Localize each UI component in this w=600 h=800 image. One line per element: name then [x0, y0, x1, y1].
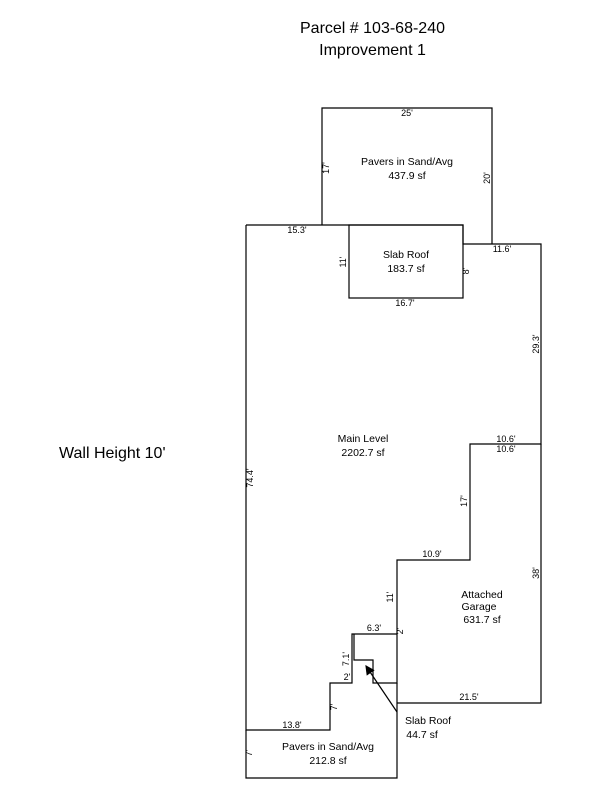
top-pavers-name: Pavers in Sand/Avg — [361, 156, 453, 168]
bottom-pavers-outline — [245, 683, 398, 779]
dim-main-top-left: 15.3' — [287, 225, 307, 235]
dim-main-step-top: 10.6' — [496, 434, 516, 444]
dim-bottom-left: 13.8' — [282, 720, 302, 730]
dim-top-width: 25' — [401, 108, 413, 118]
wall-height-label: Wall Height 10' — [59, 445, 166, 462]
dim-top-right-side: 20' — [482, 172, 492, 184]
garage-outline — [397, 444, 542, 704]
dim-garage-right: 38' — [531, 567, 541, 579]
main-level-outline — [245, 224, 542, 731]
top-pavers-area: 437.9 sf — [388, 170, 425, 182]
dim-top-left-side: 17' — [321, 162, 331, 174]
slab-roof-bottom-area: 44.7 sf — [406, 729, 438, 741]
dim-left-side: 74.4' — [245, 468, 255, 488]
slab-roof-top-area: 183.7 sf — [387, 263, 424, 275]
dim-step-vertical: 17' — [459, 495, 469, 507]
main-level-name: Main Level — [338, 433, 389, 445]
dim-slab-bottom: 16.7' — [395, 298, 415, 308]
dim-notch-top: 6.3' — [367, 623, 382, 633]
dim-slab-left-side: 11' — [338, 256, 348, 267]
slab-roof-pointer-arrow — [365, 665, 398, 713]
dim-notch-right: 2' — [395, 627, 405, 634]
dim-pavers-left: 7' — [244, 749, 254, 756]
main-level-area: 2202.7 sf — [341, 447, 384, 459]
bottom-pavers-name: Pavers in Sand/Avg — [282, 741, 374, 753]
plan-outline — [245, 107, 542, 779]
improvement-title: Improvement 1 — [319, 42, 426, 59]
dim-notch-small: 2' — [344, 672, 351, 682]
dim-main-top-right: 11.6' — [493, 244, 512, 254]
dim-right-side-upper: 29.3' — [531, 334, 541, 354]
dim-lower-left-step: 7' — [329, 703, 339, 710]
slab-roof-top-name: Slab Roof — [383, 249, 429, 261]
bottom-pavers-area: 212.8 sf — [309, 755, 346, 767]
dim-step-lower: 11' — [385, 591, 395, 602]
garage-name-line1: Attached — [461, 589, 503, 601]
parcel-number: Parcel # 103-68-240 — [300, 20, 445, 37]
top-pavers-outline — [321, 107, 493, 244]
dim-step-mid: 10.9' — [422, 549, 442, 559]
dim-garage-step-top: 10.6' — [496, 444, 516, 454]
dim-slab-right-side: 8' — [461, 267, 471, 274]
dim-garage-bottom: 21.5' — [459, 692, 479, 702]
garage-name-line2: Garage — [461, 601, 496, 613]
slab-roof-top-outline — [348, 224, 464, 299]
slab-roof-bottom-name: Slab Roof — [405, 715, 451, 727]
dim-notch-left: 7.1' — [341, 652, 351, 667]
garage-area: 631.7 sf — [463, 614, 500, 626]
